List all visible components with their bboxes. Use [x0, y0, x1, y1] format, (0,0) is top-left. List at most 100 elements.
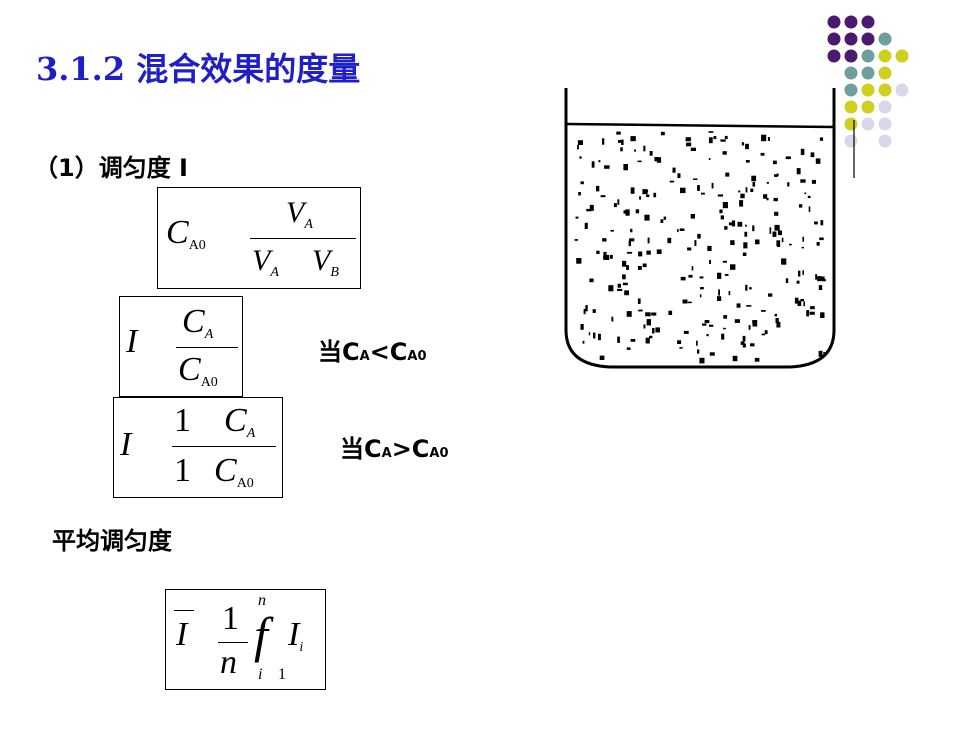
decorative-dot [844, 100, 858, 114]
particle [728, 290, 731, 296]
particle [746, 305, 752, 307]
particle [785, 278, 789, 284]
decorative-dot [895, 49, 909, 63]
particle [732, 355, 738, 362]
particle [722, 151, 727, 155]
condition-lt-prefix: 当C [318, 338, 360, 366]
formula-average-frac-num: 1 [222, 600, 239, 637]
particle [622, 282, 628, 286]
particle [777, 241, 781, 247]
particle [810, 306, 815, 310]
particle [789, 243, 792, 246]
particle [709, 259, 711, 264]
particle [588, 332, 591, 336]
decorative-dot [878, 134, 892, 148]
formula-i-gt-den-symbol: C [214, 452, 237, 489]
particle [635, 209, 640, 214]
particle [701, 192, 705, 195]
mixing-tank-illustration [564, 88, 836, 369]
particle [745, 224, 747, 227]
particle [696, 340, 698, 346]
particle [630, 136, 636, 142]
condition-lt-sub1: A [359, 349, 370, 364]
decorative-dot [844, 32, 858, 46]
particle [736, 303, 741, 308]
particle [697, 185, 700, 191]
particle [624, 290, 629, 296]
particle [629, 238, 635, 242]
particle [742, 343, 746, 348]
formula-ca0-den-term2-subscript: B [330, 265, 339, 280]
particle [774, 174, 778, 177]
particle [723, 327, 726, 330]
particle [708, 137, 713, 144]
particle [802, 270, 804, 275]
particle [623, 164, 628, 171]
formula-average-frac-bar [218, 642, 248, 643]
particle [719, 209, 723, 214]
particle [617, 283, 621, 288]
particle [667, 237, 672, 244]
particle [653, 192, 657, 198]
particle [751, 175, 757, 182]
particle [697, 233, 701, 239]
particle [603, 251, 607, 256]
decorative-dot [844, 49, 858, 63]
particle [749, 287, 752, 290]
particle [693, 178, 698, 180]
condition-lt-op: <C [369, 338, 408, 366]
particle [724, 226, 728, 230]
particle [651, 312, 657, 316]
particle [593, 332, 596, 339]
particle [745, 160, 750, 163]
formula-ca0-lhs: CA0 [166, 214, 206, 254]
particle [817, 276, 822, 282]
formula-ca0-den-term2-symbol: V [312, 244, 331, 277]
formula-i-gt-box: I 1 CA 1 CA0 [113, 397, 283, 498]
particle [620, 147, 623, 152]
particle [580, 324, 584, 330]
particle [709, 324, 714, 327]
formula-ca0-fraction: VA VA VB [250, 196, 356, 284]
particle [613, 203, 617, 208]
formula-i-gt-fraction-bar [172, 446, 276, 447]
particle [630, 187, 635, 194]
particle [702, 323, 707, 326]
particle [774, 224, 780, 231]
particle [580, 181, 584, 185]
particle [707, 245, 712, 251]
formula-i-lt-box: I CA CA0 [119, 296, 243, 397]
particle [725, 172, 730, 177]
particle [663, 216, 667, 220]
particle [589, 204, 594, 211]
particle [630, 339, 636, 342]
particle [630, 228, 633, 233]
particle [720, 215, 724, 220]
particle [596, 185, 600, 192]
particle [750, 188, 754, 192]
particle [797, 300, 802, 306]
particle [708, 158, 711, 160]
decorative-dot [844, 15, 858, 29]
particle [616, 131, 621, 135]
particle [639, 196, 641, 200]
condition-gt-sub2: A0 [429, 446, 449, 461]
formula-i-lt-lhs: I [126, 323, 138, 360]
particle [743, 242, 748, 249]
particle [748, 325, 751, 330]
particle [741, 142, 745, 146]
particle [819, 137, 824, 141]
particle [699, 276, 704, 279]
particle [761, 134, 767, 142]
particle [598, 160, 601, 163]
formula-ca0-lhs-subscript: A0 [188, 238, 206, 253]
particle [774, 313, 777, 317]
particle [718, 289, 720, 296]
formula-ca0-box: CA0 VA VA VB [157, 187, 361, 289]
decorative-dot [861, 49, 875, 63]
particle [574, 239, 578, 241]
particle [688, 274, 693, 278]
particle [752, 225, 755, 232]
particle [821, 276, 825, 281]
particle [638, 251, 643, 257]
